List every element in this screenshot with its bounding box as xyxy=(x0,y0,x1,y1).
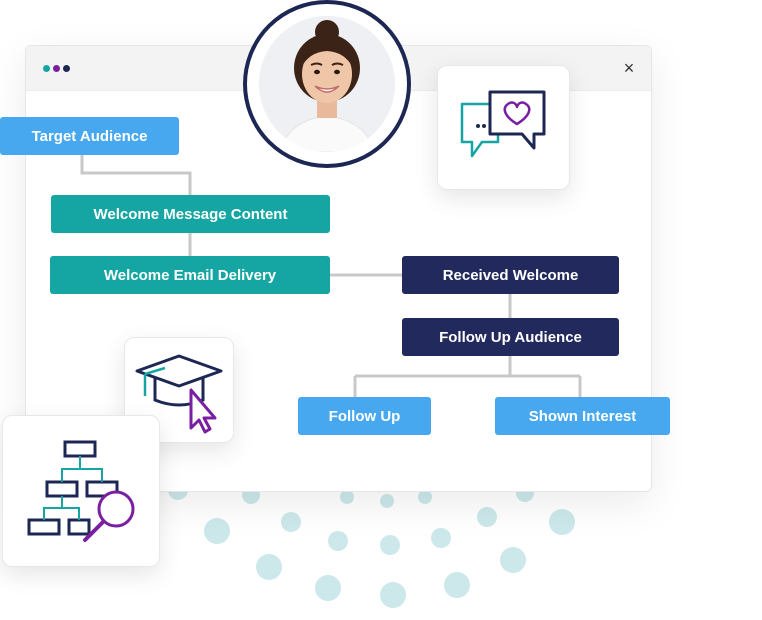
dot xyxy=(380,582,406,608)
chat-card xyxy=(437,65,570,190)
avatar-photo xyxy=(259,16,395,152)
node-follow-up-audience[interactable]: Follow Up Audience xyxy=(402,318,619,356)
dot xyxy=(477,507,497,527)
node-follow-up[interactable]: Follow Up xyxy=(298,397,431,435)
org-chart-magnifier-icon xyxy=(27,440,135,542)
graduation-cap-cursor-icon xyxy=(135,354,223,434)
dot xyxy=(444,572,470,598)
dot xyxy=(380,535,400,555)
window-dot-navy xyxy=(63,65,70,72)
connector-target-to-content xyxy=(80,155,192,196)
dot xyxy=(315,575,341,601)
node-welcome-message-content[interactable]: Welcome Message Content xyxy=(51,195,330,233)
woman-portrait-icon xyxy=(259,16,395,152)
dot xyxy=(256,554,282,580)
dot xyxy=(281,512,301,532)
dot xyxy=(418,490,432,504)
chat-heart-icon xyxy=(460,90,546,158)
node-welcome-email-delivery[interactable]: Welcome Email Delivery xyxy=(50,256,330,294)
dot xyxy=(380,494,394,508)
close-button[interactable]: × xyxy=(623,57,635,78)
dot xyxy=(204,518,230,544)
dot xyxy=(340,490,354,504)
window-dot-purple xyxy=(53,65,60,72)
node-target-audience[interactable]: Target Audience xyxy=(0,117,179,155)
dot xyxy=(500,547,526,573)
node-received-welcome[interactable]: Received Welcome xyxy=(402,256,619,294)
avatar xyxy=(243,0,411,168)
dot xyxy=(431,528,451,548)
window-dot-teal xyxy=(43,65,50,72)
hierarchy-card xyxy=(2,415,160,567)
dot xyxy=(549,509,575,535)
node-shown-interest[interactable]: Shown Interest xyxy=(495,397,670,435)
dot xyxy=(328,531,348,551)
